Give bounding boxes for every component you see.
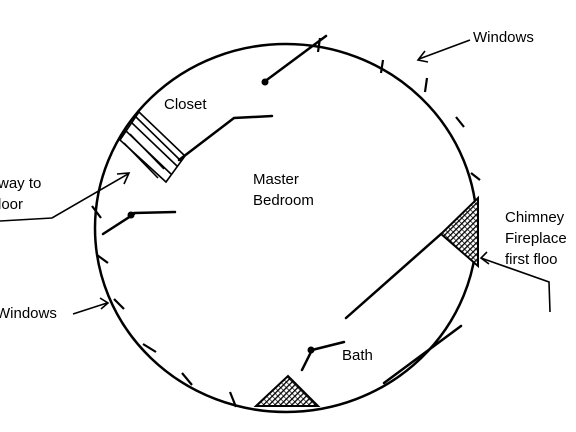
master-bedroom-label-line2: Bedroom	[253, 192, 314, 209]
interior-walls	[101, 34, 463, 385]
windows-left-arrow	[72, 297, 110, 315]
closet-label: Closet	[164, 96, 207, 113]
stairway-label-line2: loor	[0, 196, 23, 213]
chimney-label-line2: Fireplace	[505, 230, 567, 247]
bath-label: Bath	[342, 347, 373, 364]
windows-top-label: Windows	[473, 29, 534, 46]
staircase	[118, 110, 187, 184]
chimney-arrow	[479, 251, 551, 313]
windows-left-label: Windows	[0, 305, 57, 322]
master-bedroom-label-line1: Master	[253, 171, 299, 188]
chimney-label-line3: first floo	[505, 251, 558, 268]
stairway-arrow	[0, 172, 131, 222]
stairway-label-line1: way to	[0, 175, 41, 192]
chimney-label-line1: Chimney	[505, 209, 565, 226]
windows-top-arrow	[416, 39, 471, 63]
window-markers	[91, 37, 481, 408]
